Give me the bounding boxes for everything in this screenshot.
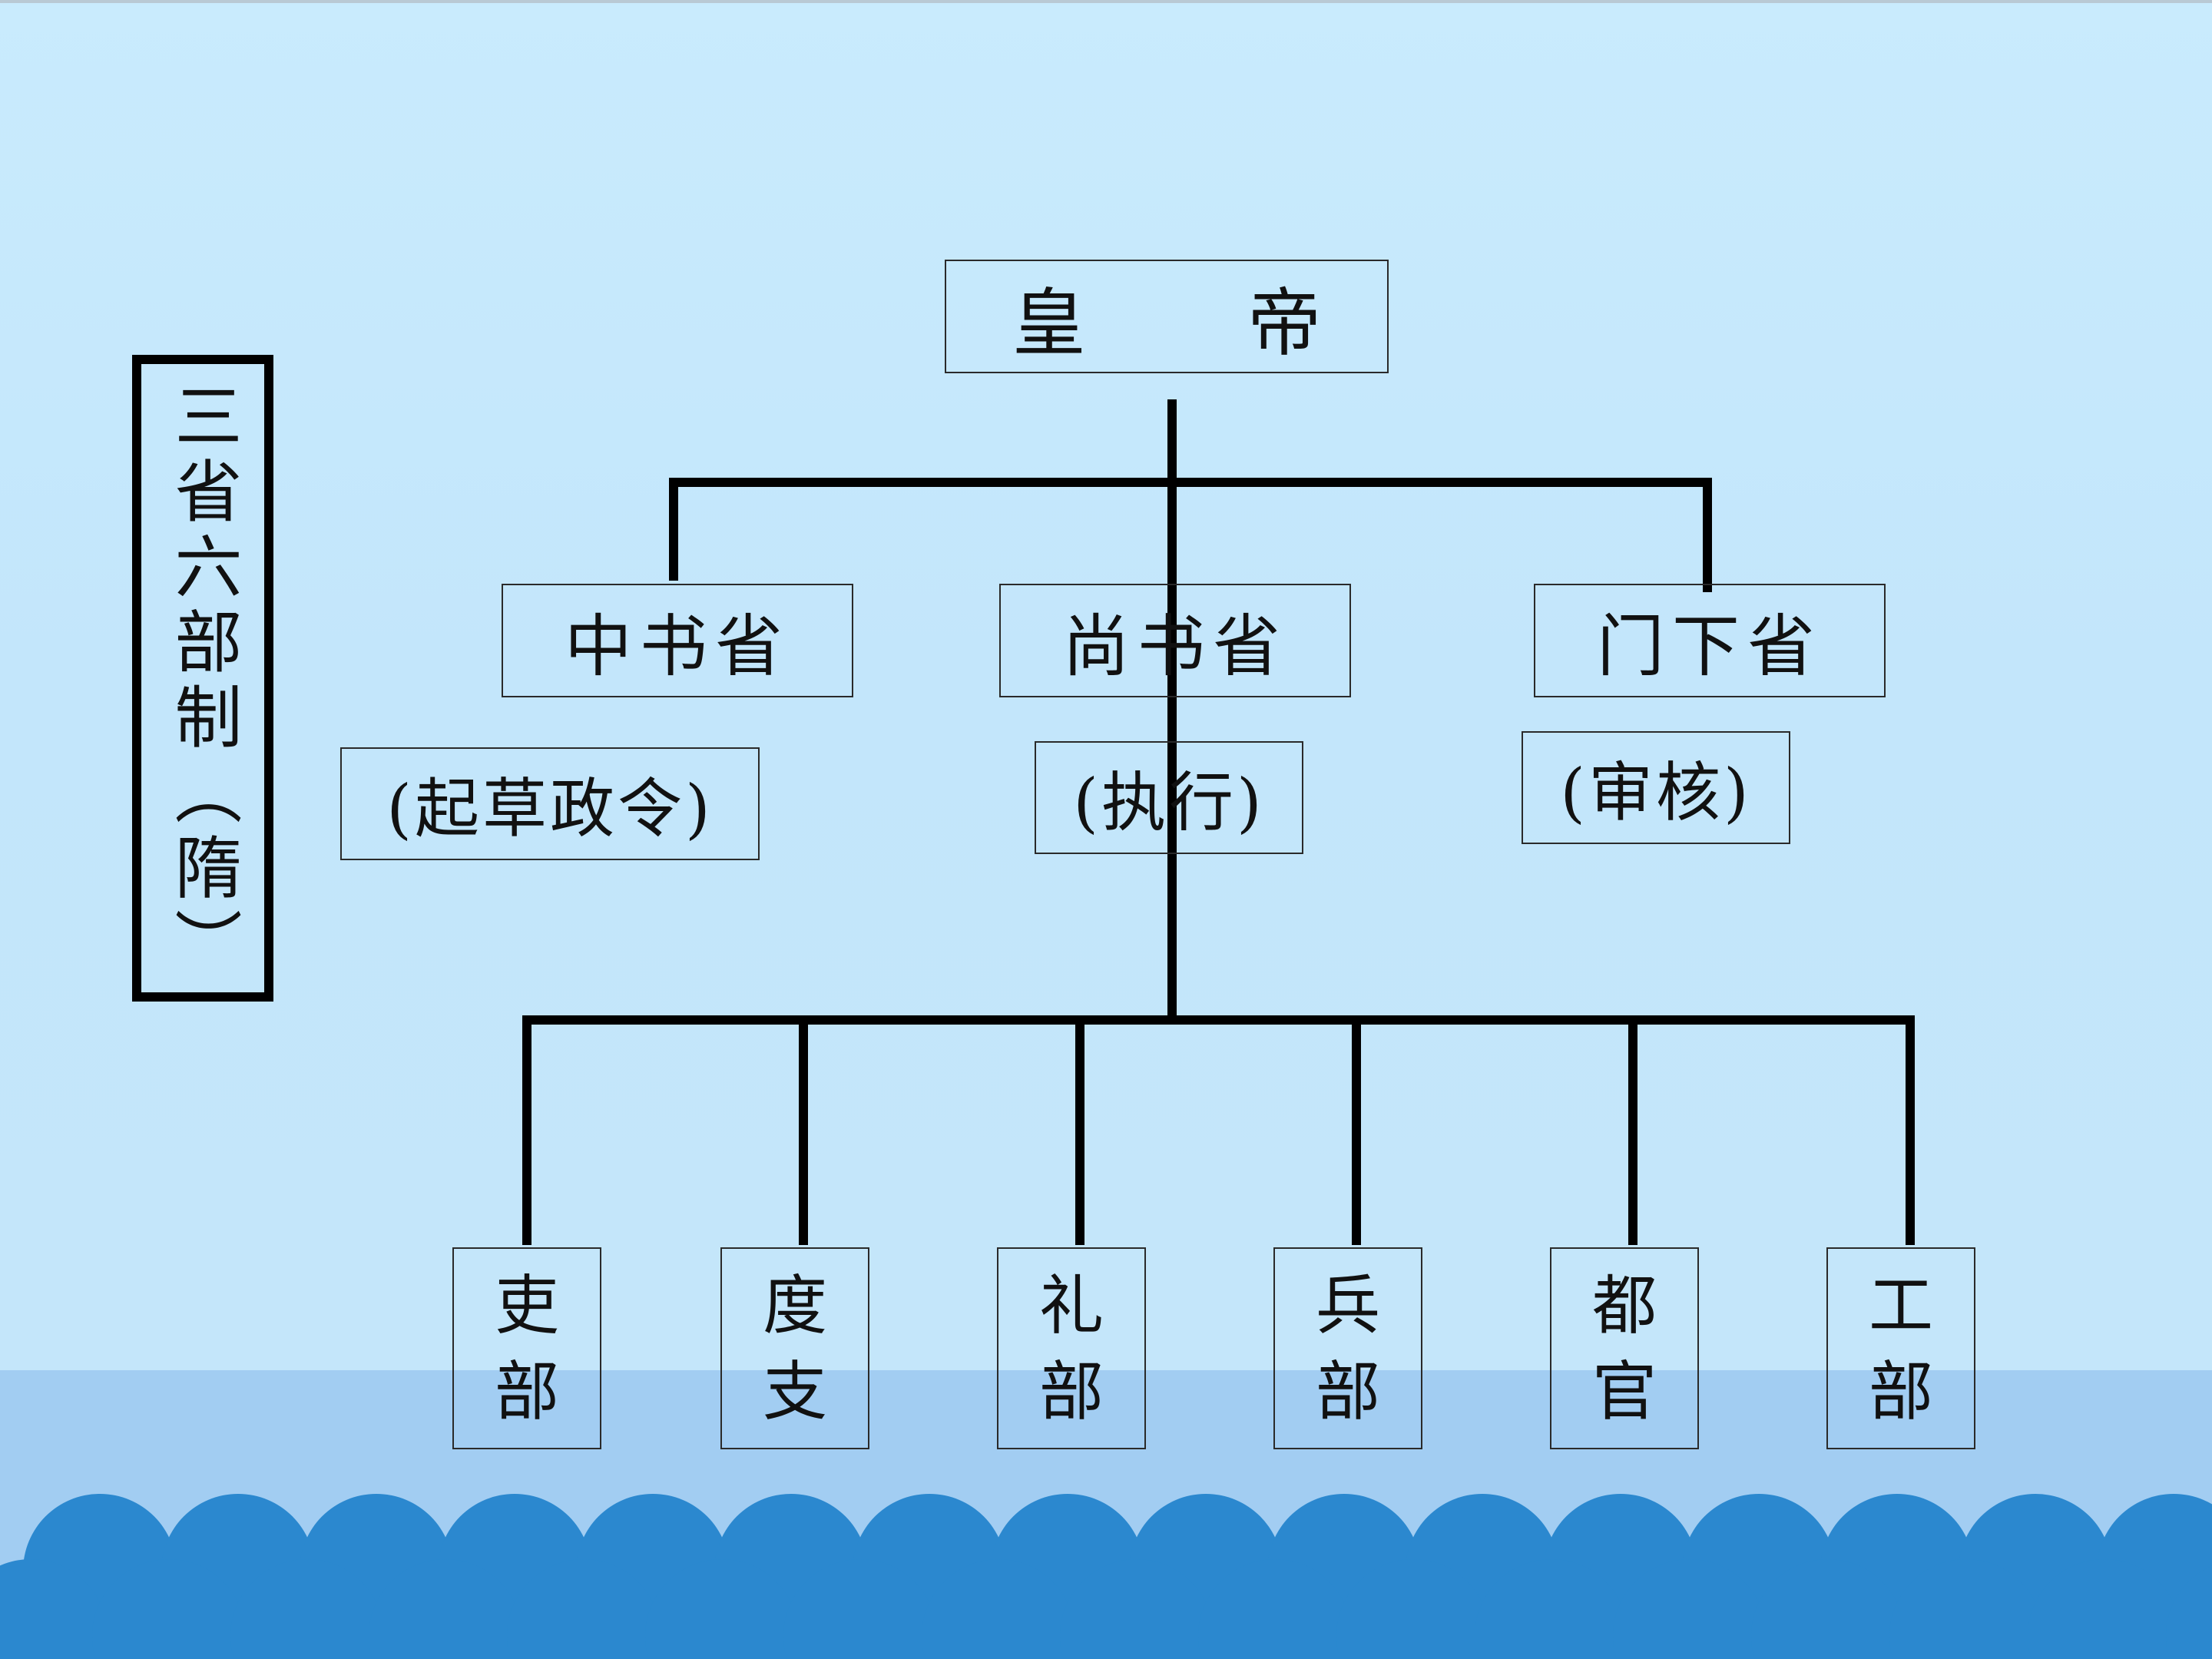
- wave-scallop: [92, 1559, 246, 1659]
- ministry-char: 工: [1868, 1267, 1933, 1343]
- ministry-char: 官: [1591, 1353, 1657, 1429]
- emperor-label: 皇 帝: [1012, 280, 1391, 366]
- ministry-char: 度: [762, 1267, 827, 1343]
- ministry-char: 吏: [494, 1267, 559, 1343]
- wave-row-front: [0, 1559, 2212, 1659]
- province-box-zhongshu: 中书省: [502, 584, 853, 697]
- wave-scallop: [0, 1559, 108, 1659]
- wave-scallop: [1889, 1559, 2043, 1659]
- emperor-box: 皇 帝: [945, 260, 1389, 373]
- role-label: (执行): [1073, 765, 1265, 840]
- top-border: [0, 0, 2212, 3]
- diagram-title: 三省六部制（隋）: [164, 381, 243, 983]
- wave-scallop: [1613, 1559, 1767, 1659]
- wave-scallop: [1751, 1559, 1905, 1659]
- wave-scallop: [1336, 1559, 1490, 1659]
- ministry-char: 部: [494, 1353, 559, 1429]
- ministry-char: 部: [1038, 1353, 1104, 1429]
- role-label: (起草政令): [386, 771, 714, 846]
- province-box-shangshu: 尚书省: [999, 584, 1351, 697]
- ministry-char: 部: [1868, 1353, 1933, 1429]
- province-label: 中书省: [564, 606, 790, 686]
- ministry-char: 支: [762, 1353, 827, 1429]
- ministry-box-duzhi: 度 支: [720, 1247, 869, 1449]
- ministry-box-bingbu: 兵 部: [1273, 1247, 1422, 1449]
- ministry-box-libu: 吏 部: [452, 1247, 601, 1449]
- wave-decoration: [0, 1494, 2212, 1659]
- ministry-char: 都: [1591, 1267, 1657, 1343]
- ministry-box-duguan: 都 官: [1550, 1247, 1699, 1449]
- wave-scallop: [2028, 1559, 2181, 1659]
- province-label: 门下省: [1596, 606, 1823, 686]
- province-label: 尚书省: [1061, 606, 1288, 686]
- wave-scallop: [922, 1559, 1075, 1659]
- wave-scallop: [1475, 1559, 1628, 1659]
- ministry-char: 礼: [1038, 1267, 1104, 1343]
- role-box-menxia: (审核): [1522, 731, 1790, 844]
- diagram-title-box: 三省六部制（隋）: [132, 355, 273, 1002]
- role-box-zhongshu: (起草政令): [340, 747, 760, 860]
- ministry-box-gongbu: 工 部: [1826, 1247, 1975, 1449]
- wave-scallop: [1060, 1559, 1214, 1659]
- role-label: (审核): [1560, 755, 1752, 830]
- role-box-shangshu: (执行): [1035, 741, 1303, 854]
- ministry-box-libu-rites: 礼 部: [997, 1247, 1146, 1449]
- wave-scallop: [2166, 1565, 2212, 1659]
- wave-scallop: [369, 1559, 522, 1659]
- ministry-char: 部: [1315, 1353, 1380, 1429]
- wave-scallop: [783, 1559, 937, 1659]
- wave-scallop: [1198, 1559, 1352, 1659]
- wave-scallop: [230, 1559, 384, 1659]
- wave-scallop: [507, 1559, 661, 1659]
- ministry-char: 兵: [1315, 1267, 1380, 1343]
- wave-scallop: [645, 1559, 799, 1659]
- province-box-menxia: 门下省: [1534, 584, 1886, 697]
